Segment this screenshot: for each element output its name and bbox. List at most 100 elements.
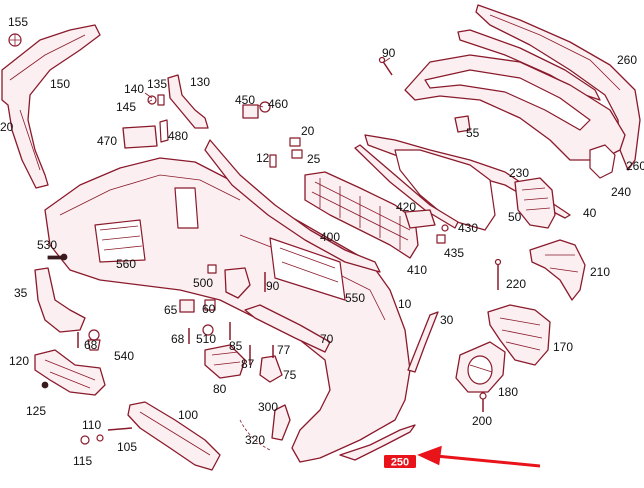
label-470: 470	[97, 134, 117, 148]
label-530: 530	[37, 238, 57, 252]
part-bracket-35	[34, 267, 86, 333]
label-110: 110	[82, 418, 101, 432]
label-560: 560	[116, 257, 136, 271]
part-bracket-120	[34, 349, 106, 396]
label-75: 75	[283, 368, 297, 382]
label-410: 410	[407, 263, 427, 277]
label-100: 100	[178, 408, 198, 422]
highlight-callout-250: 250	[384, 445, 541, 469]
label-540: 540	[114, 349, 134, 363]
part-module-420	[404, 209, 449, 244]
label-90-mid: 90	[266, 279, 280, 293]
part-bolt-220	[494, 258, 502, 290]
label-320: 320	[245, 433, 265, 447]
label-65: 65	[164, 303, 178, 317]
part-sensor-500	[207, 264, 251, 299]
label-115: 115	[73, 454, 92, 468]
part-diffuser-40	[404, 54, 626, 179]
label-77: 77	[277, 343, 291, 357]
label-10: 10	[398, 297, 412, 311]
label-20-mid: 20	[301, 124, 315, 138]
label-85: 85	[229, 339, 243, 353]
label-30: 30	[440, 313, 454, 327]
label-105: 105	[117, 440, 137, 454]
label-87: 87	[241, 357, 255, 371]
label-180: 180	[498, 385, 518, 399]
part-grille-400	[304, 171, 419, 259]
label-150: 150	[50, 77, 70, 91]
label-50: 50	[508, 210, 522, 224]
part-plate-470	[122, 119, 169, 149]
label-40: 40	[583, 206, 597, 220]
part-diffuser-260	[475, 4, 641, 171]
label-25: 25	[307, 152, 321, 166]
label-500: 500	[193, 276, 213, 290]
part-bracket-80	[204, 344, 246, 379]
part-bolt-90	[378, 56, 393, 76]
label-170: 170	[553, 340, 573, 354]
label-230: 230	[509, 166, 529, 180]
label-220: 220	[506, 277, 526, 291]
part-screws-110-115	[80, 427, 133, 445]
part-strip-250	[339, 424, 416, 461]
part-housing-170	[487, 304, 551, 366]
label-240: 240	[611, 185, 631, 199]
part-bracket-70	[244, 304, 331, 353]
part-diffuser-50	[364, 134, 571, 231]
callout-labels: 155 150 20 140 135 130 145 450 460 470 4…	[0, 15, 644, 468]
label-125: 125	[26, 404, 46, 418]
part-clip-55	[454, 115, 471, 133]
label-80: 80	[213, 382, 227, 396]
part-screw-530	[47, 253, 68, 261]
label-550: 550	[345, 291, 365, 305]
part-pins-68	[77, 272, 266, 348]
part-strip-100	[127, 401, 221, 471]
part-bracket-130	[147, 74, 209, 129]
label-460: 460	[268, 97, 288, 111]
label-155: 155	[8, 15, 28, 29]
part-clip-75	[259, 355, 283, 383]
part-pins-85-77	[249, 345, 274, 365]
highlight-arrow-shaft	[435, 454, 541, 468]
label-20-left: 20	[0, 120, 14, 134]
part-clips-20-25	[269, 137, 303, 168]
label-400: 400	[320, 230, 340, 244]
label-60: 60	[202, 302, 216, 316]
part-bumper-cover-10	[44, 157, 411, 463]
part-trim-300	[239, 404, 291, 451]
label-260-top: 260	[617, 53, 637, 67]
highlight-arrow-head	[417, 445, 442, 466]
label-55: 55	[466, 126, 480, 140]
label-300: 300	[258, 400, 278, 414]
label-70: 70	[320, 332, 334, 346]
label-430: 430	[458, 221, 478, 235]
label-510: 510	[196, 332, 216, 346]
label-120: 120	[9, 354, 29, 368]
label-200: 200	[472, 414, 492, 428]
label-420: 420	[396, 200, 416, 214]
highlight-label-250: 250	[391, 457, 409, 469]
part-bracket-230	[514, 177, 556, 229]
label-435: 435	[444, 246, 464, 260]
part-bracket-150	[1, 24, 101, 189]
label-35: 35	[14, 286, 28, 300]
label-68-left: 68	[84, 338, 98, 352]
leader-lines	[144, 57, 391, 108]
label-480: 480	[168, 129, 188, 143]
label-135: 135	[147, 77, 167, 91]
part-sensor-450	[242, 101, 271, 119]
label-68-mid: 68	[171, 332, 185, 346]
label-210: 210	[590, 265, 610, 279]
label-90-top: 90	[382, 46, 396, 60]
label-130: 130	[190, 75, 210, 89]
label-450: 450	[235, 93, 255, 107]
part-bolt-200	[479, 392, 487, 412]
label-145: 145	[116, 100, 136, 114]
part-trim-strip	[204, 139, 381, 273]
part-strip-50	[354, 144, 459, 229]
part-sensor-65	[87, 299, 216, 351]
part-tow-eye-180	[455, 341, 506, 393]
label-260-right: 260	[626, 159, 644, 173]
label-140: 140	[124, 82, 144, 96]
